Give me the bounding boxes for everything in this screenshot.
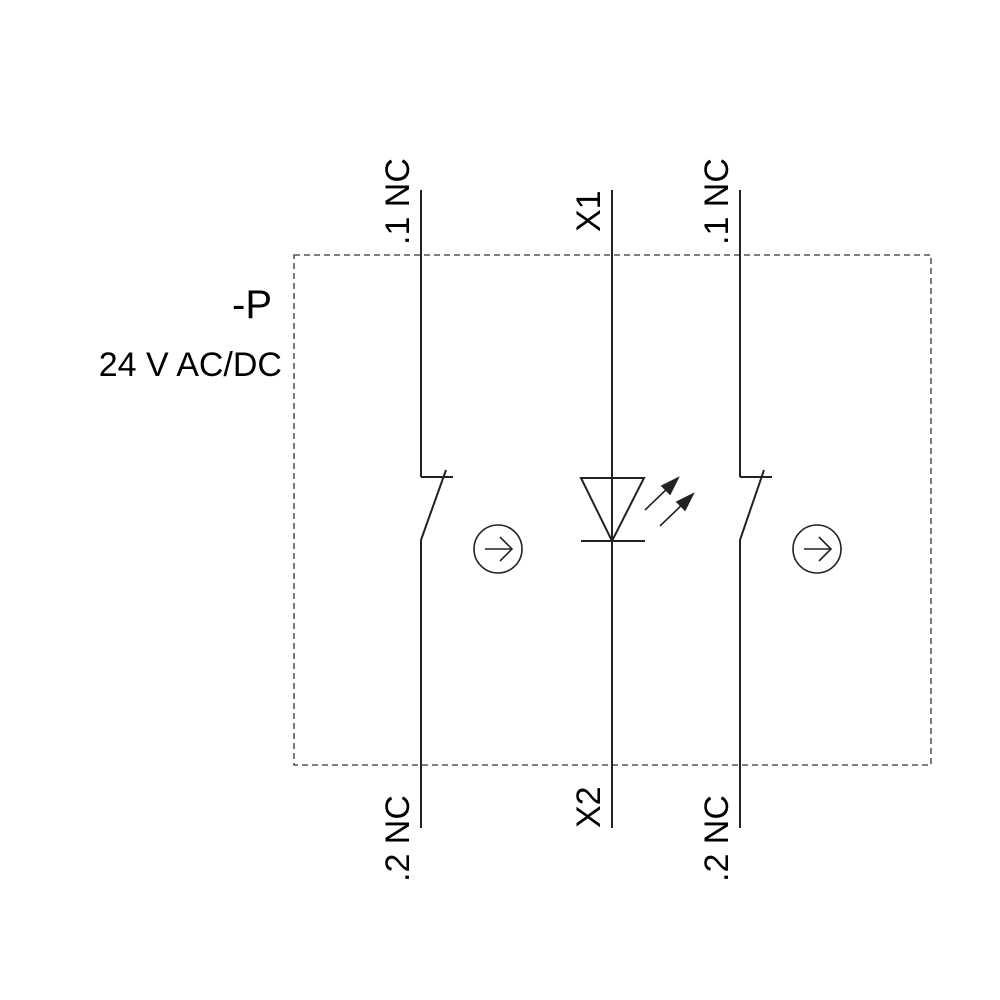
right-arrow-circle-icon — [792, 524, 842, 574]
terminal-left-bottom: .2 NC — [379, 795, 417, 882]
led-icon — [579, 190, 646, 828]
terminal-left-top: .1 NC — [379, 158, 417, 245]
right-nc-contact-icon — [739, 190, 772, 828]
light-emission-arrows-icon — [644, 476, 695, 527]
left-nc-contact-icon — [420, 190, 453, 828]
device-tag: -P — [232, 283, 272, 327]
terminal-center-bottom: X2 — [570, 786, 608, 828]
terminal-right-bottom: .2 NC — [698, 795, 736, 882]
left-arrow-circle-icon — [473, 524, 523, 574]
terminal-center-top: X1 — [570, 190, 608, 232]
terminal-right-top: .1 NC — [698, 158, 736, 245]
device-rating: 24 V AC/DC — [99, 346, 282, 384]
